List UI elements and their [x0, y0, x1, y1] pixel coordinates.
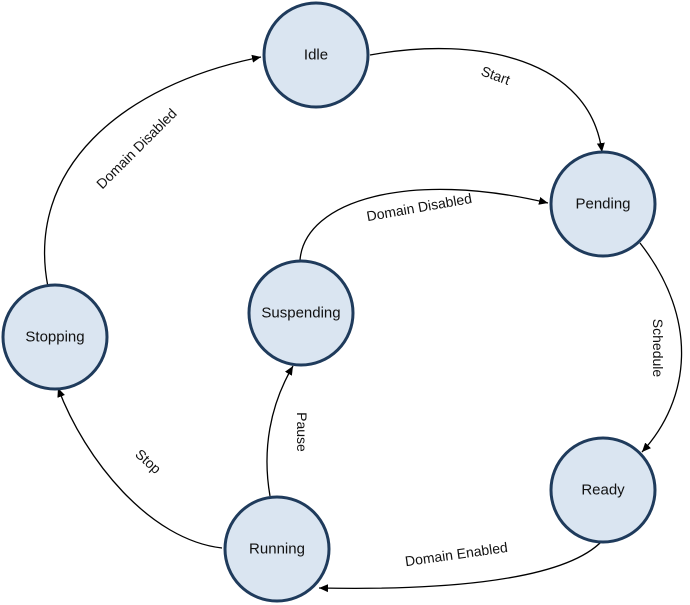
edge-running-to-stopping	[57, 387, 223, 549]
label-pause: Pause	[294, 412, 310, 452]
state-suspending-label: Suspending	[261, 305, 340, 322]
state-running-label: Running	[249, 541, 305, 558]
label-stop: Stop	[132, 446, 164, 477]
edge-suspending-to-pending	[299, 188, 549, 261]
state-idle: Idle	[262, 1, 370, 109]
edge-ready-to-running	[318, 540, 603, 593]
edge-stopping-to-idle	[43, 54, 262, 288]
label-start: Start	[479, 63, 512, 88]
state-idle-label: Idle	[304, 47, 328, 64]
edge-idle-to-pending	[369, 47, 605, 153]
state-suspending: Suspending	[247, 259, 355, 367]
state-running: Running	[223, 495, 331, 603]
label-schedule: Schedule	[650, 319, 666, 378]
state-stopping-label: Stopping	[25, 329, 84, 346]
label-domain-enabled: Domain Enabled	[404, 539, 509, 569]
state-pending: Pending	[549, 150, 657, 258]
state-ready: Ready	[549, 436, 657, 544]
state-ready-label: Ready	[581, 482, 625, 499]
state-pending-label: Pending	[575, 196, 630, 213]
label-domain-disabled-to-idle: Domain Disabled	[93, 105, 180, 192]
edge-running-to-suspending	[266, 365, 294, 497]
edge-pending-to-ready	[639, 242, 683, 453]
state-stopping: Stopping	[1, 283, 109, 391]
